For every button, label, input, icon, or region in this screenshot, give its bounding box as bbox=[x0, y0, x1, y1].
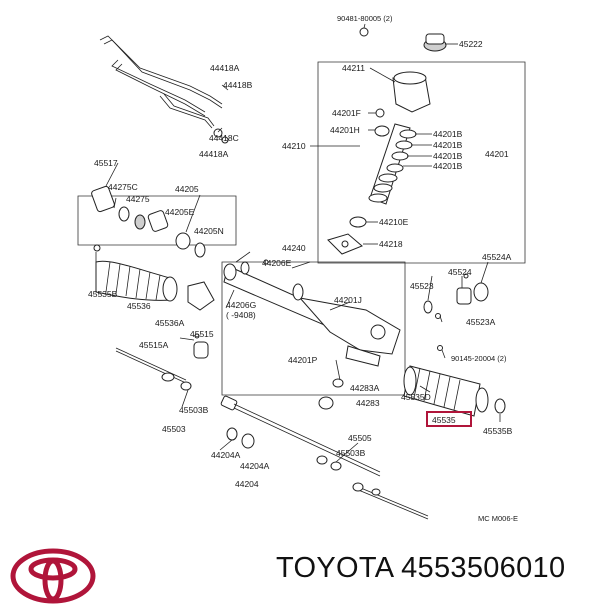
label-90145: 90145-20004 (2) bbox=[451, 354, 507, 363]
label-44205n: 44205N bbox=[194, 226, 224, 236]
label-44201b-1: 44201B bbox=[433, 129, 463, 139]
part-labels: 90481-80005 (2) 45222 44211 44201F 44201… bbox=[88, 14, 518, 523]
label-44210: 44210 bbox=[282, 141, 306, 151]
label-44201b-4: 44201B bbox=[433, 161, 463, 171]
label-45515: 45515 bbox=[190, 329, 214, 339]
label-9408: ( -9408) bbox=[226, 310, 256, 320]
right-side-parts bbox=[403, 273, 506, 417]
label-44201b-2: 44201B bbox=[433, 140, 463, 150]
label-45535: 45535 bbox=[432, 415, 456, 425]
label-44218: 44218 bbox=[379, 239, 403, 249]
label-45536: 45536 bbox=[127, 301, 151, 311]
label-44201h: 44201H bbox=[330, 125, 360, 135]
label-44418a-1: 44418A bbox=[210, 63, 240, 73]
label-45523a: 45523A bbox=[466, 317, 496, 327]
label-44418c: 44418C bbox=[209, 133, 239, 143]
label-44201p: 44201P bbox=[288, 355, 318, 365]
highlight-box bbox=[426, 411, 472, 427]
label-45524a: 45524A bbox=[482, 252, 512, 262]
label-44205e: 44205E bbox=[165, 207, 195, 217]
rack-housing bbox=[223, 259, 401, 410]
label-44211: 44211 bbox=[342, 63, 365, 73]
label-45536a: 45536A bbox=[155, 318, 185, 328]
label-45535b-2: 45535B bbox=[483, 426, 513, 436]
label-44204: 44204 bbox=[235, 479, 259, 489]
pressure-pipes bbox=[99, 35, 229, 144]
label-44206g: 44206G bbox=[226, 300, 256, 310]
upper-assembly-box bbox=[317, 61, 526, 264]
label-45503: 45503 bbox=[162, 424, 186, 434]
label-45535d: 45535D bbox=[401, 392, 431, 402]
label-44275: 44275 bbox=[126, 194, 150, 204]
leader-lines bbox=[95, 23, 501, 463]
label-44240: 44240 bbox=[282, 243, 306, 253]
label-44204a-1: 44204A bbox=[211, 450, 241, 460]
label-45503b-2: 45503B bbox=[336, 448, 366, 458]
label-44204a-2: 44204A bbox=[240, 461, 270, 471]
label-44418b: 44418B bbox=[223, 80, 253, 90]
label-45517: 45517 bbox=[94, 158, 118, 168]
tie-rods bbox=[115, 347, 429, 520]
label-44418a-2: 44418A bbox=[199, 149, 229, 159]
label-45503b-1: 45503B bbox=[179, 405, 209, 415]
label-45523: 45523 bbox=[410, 281, 434, 291]
label-mc-m006e: MC M006-E bbox=[478, 514, 518, 523]
label-44210e: 44210E bbox=[379, 217, 409, 227]
left-assembly-box bbox=[77, 195, 237, 246]
label-45524: 45524 bbox=[448, 267, 472, 277]
label-44201b-3: 44201B bbox=[433, 151, 463, 161]
label-44283: 44283 bbox=[356, 398, 380, 408]
left-boot bbox=[93, 244, 215, 359]
label-90481: 90481-80005 (2) bbox=[337, 14, 393, 23]
label-45222: 45222 bbox=[459, 39, 483, 49]
label-44201f: 44201F bbox=[332, 108, 361, 118]
toyota-logo-icon bbox=[10, 548, 96, 604]
brand-part-number: TOYOTA 4553506010 bbox=[276, 552, 566, 584]
label-44283a: 44283A bbox=[350, 383, 380, 393]
label-44201: 44201 bbox=[485, 149, 509, 159]
upper-housing bbox=[327, 27, 447, 255]
label-45505: 45505 bbox=[348, 433, 372, 443]
label-44206e: 44206E bbox=[262, 258, 292, 268]
label-44275c: 44275C bbox=[108, 182, 138, 192]
label-44205: 44205 bbox=[175, 184, 199, 194]
label-45535b-1: 45535B bbox=[88, 289, 118, 299]
left-seal-parts bbox=[91, 185, 206, 258]
label-44201j: 44201J bbox=[334, 295, 362, 305]
label-45515a: 45515A bbox=[139, 340, 169, 350]
